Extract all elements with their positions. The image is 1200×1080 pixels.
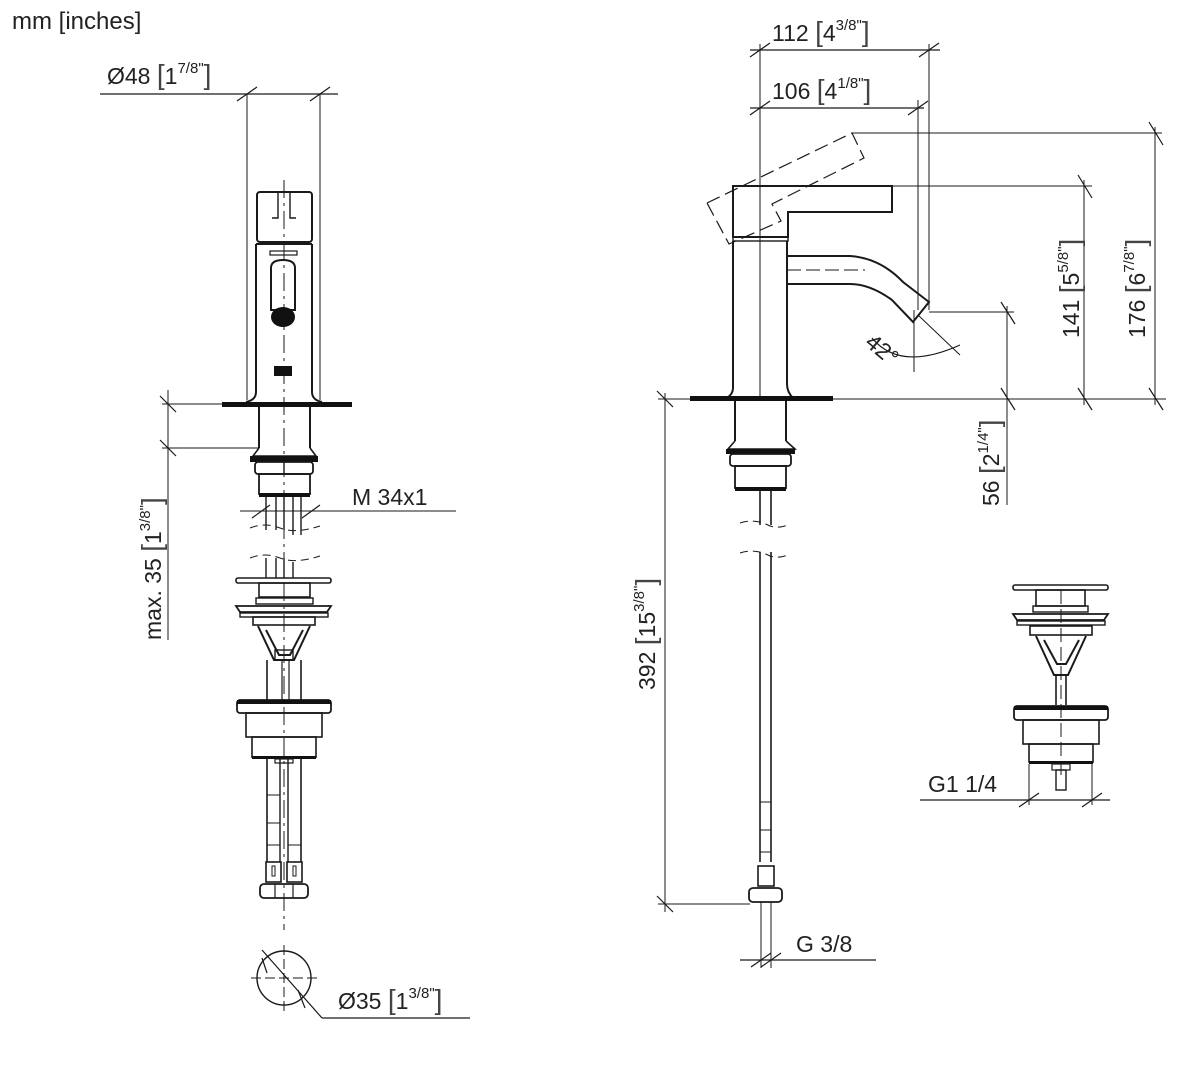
drain-thread-g114: G1 1/4	[928, 771, 998, 797]
dim-diameter-48: Ø48 [17/8"]	[107, 59, 212, 90]
dim-392: 392 [153/8"]	[630, 577, 661, 690]
drain-view	[920, 584, 1110, 808]
dim-141: 141 [55/8"]	[1054, 238, 1085, 338]
dim-112: 112 [43/8"]	[772, 16, 870, 47]
dim-max-35: max. 35 [13/8"]	[136, 497, 167, 640]
units-label: mm [inches]	[12, 8, 142, 35]
connection-g38: G 3/8	[796, 931, 853, 957]
side-view	[656, 42, 1166, 968]
dim-106: 106 [41/8"]	[772, 74, 872, 105]
dim-diameter-35: Ø35 [13/8"]	[338, 984, 443, 1015]
dim-176: 176 [67/8"]	[1120, 238, 1151, 338]
thread-m34x1: M 34x1	[352, 484, 428, 510]
diameter-symbol: Ø	[107, 63, 125, 89]
front-view	[100, 86, 470, 1019]
dim-56: 56 [21/4"]	[974, 419, 1005, 506]
